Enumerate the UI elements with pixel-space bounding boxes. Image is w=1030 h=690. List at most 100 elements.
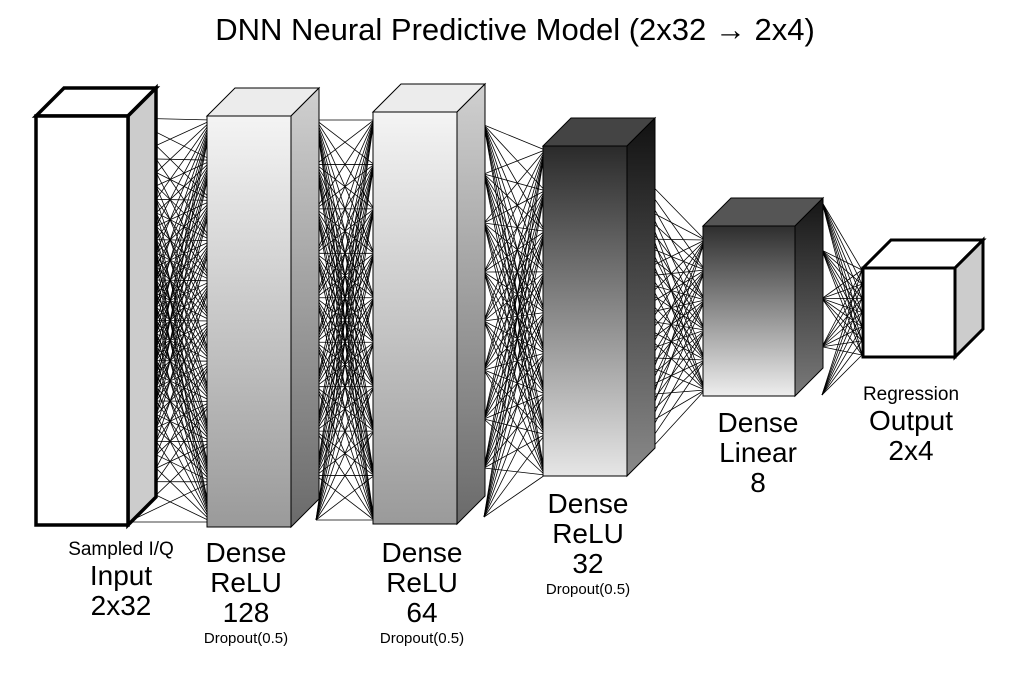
connection-line (483, 124, 546, 151)
connection-line (315, 119, 375, 343)
connection-line (315, 342, 375, 521)
dense-8-block (701, 196, 825, 398)
connection-line (315, 119, 375, 254)
connection-line (483, 352, 546, 420)
diagram-title: DNN Neural Predictive Model (2x32 → 2x4) (215, 12, 815, 47)
connection-line (483, 149, 546, 469)
block-side-face (456, 82, 486, 526)
connection-line (315, 119, 375, 387)
layer-activation: ReLU (386, 567, 458, 599)
layer-caption: Sampled I/Q (68, 539, 174, 560)
connection-line (483, 149, 546, 273)
connection-line (483, 173, 546, 313)
connection-line (315, 297, 375, 521)
connection-line (821, 340, 863, 396)
connection-line (315, 386, 375, 521)
connection-line (483, 312, 546, 420)
connections-8-to-output (821, 201, 863, 396)
connections-64-to-32 (483, 124, 546, 518)
connection-line (821, 326, 863, 348)
connection-line (315, 119, 375, 521)
connection-line (127, 481, 213, 523)
layer-size: 8 (750, 467, 766, 499)
connection-line (821, 298, 863, 396)
block-side-face (126, 83, 158, 530)
connection-line (821, 298, 863, 356)
layer-dropout: Dropout(0.5) (203, 629, 289, 647)
connection-line (315, 164, 375, 521)
connection-line (483, 352, 546, 518)
connection-line (483, 231, 546, 469)
connection-line (483, 124, 546, 354)
layer-name: Output (868, 404, 954, 436)
connection-line (483, 231, 546, 420)
layer-size: 2x32 (90, 589, 152, 621)
connection-lines (127, 117, 863, 523)
connection-line (821, 354, 863, 396)
connection-line (483, 149, 546, 371)
connections-128-to-64 (315, 119, 375, 521)
connection-line (483, 149, 546, 175)
layer-name: Dense (717, 407, 799, 438)
connection-line (821, 201, 863, 285)
layer-label-input: Sampled I/Q Input 2x32 (36, 539, 206, 621)
block-side-face (290, 86, 320, 529)
layer-dropout: Dropout(0.5) (545, 580, 631, 598)
dense-64-block (371, 82, 487, 526)
connection-line (483, 271, 546, 420)
connection-line (821, 284, 863, 396)
connection-line (483, 149, 546, 322)
connection-line (483, 173, 546, 273)
connection-line (483, 312, 546, 469)
layer-activation: Linear (719, 437, 797, 469)
connection-line (315, 208, 375, 521)
connection-line (483, 190, 546, 420)
connection-line (483, 271, 546, 354)
block-front-face (34, 114, 130, 527)
layer-activation: ReLU (552, 518, 624, 550)
connection-line (483, 271, 546, 469)
connection-line (315, 119, 375, 210)
layer-label-output: Regression Output 2x4 (836, 384, 986, 466)
connection-line (483, 149, 546, 224)
connection-line (821, 298, 863, 313)
layer-label-dense-64: Dense ReLU 64 Dropout(0.5) (352, 537, 492, 647)
connection-line (315, 119, 375, 165)
block-front-face (702, 225, 796, 397)
connection-line (483, 149, 546, 420)
connection-line (821, 269, 863, 347)
connection-line (315, 475, 375, 521)
layer-name: Dense (381, 537, 463, 568)
connection-line (483, 124, 546, 273)
block-front-face (372, 111, 458, 525)
layer-size: 128 (222, 597, 270, 629)
connection-line (315, 430, 375, 521)
connection-line (483, 231, 546, 518)
block-front-face (206, 115, 292, 528)
connection-line (821, 298, 863, 342)
connection-line (315, 119, 375, 298)
connection-line (483, 173, 546, 354)
block-side-face (626, 116, 656, 478)
layer-size: 32 (572, 548, 604, 580)
connection-line (821, 269, 863, 299)
layer-size: 2x4 (888, 434, 934, 466)
layer-label-dense-8: Dense Linear 8 (688, 407, 828, 499)
connection-line (483, 352, 546, 371)
connection-line (821, 312, 863, 396)
connection-line (483, 124, 546, 313)
connection-line (483, 312, 546, 518)
block-side-face (794, 196, 824, 398)
connection-line (821, 326, 863, 396)
dense-128-block (205, 86, 321, 529)
input-layer-block (31, 83, 161, 530)
connection-line (483, 222, 546, 313)
layer-name: Dense (205, 537, 287, 568)
connection-line (821, 298, 863, 348)
connection-line (315, 119, 375, 432)
connection-line (483, 190, 546, 518)
connection-line (821, 283, 863, 347)
connection-line (483, 190, 546, 371)
connection-line (821, 269, 863, 396)
